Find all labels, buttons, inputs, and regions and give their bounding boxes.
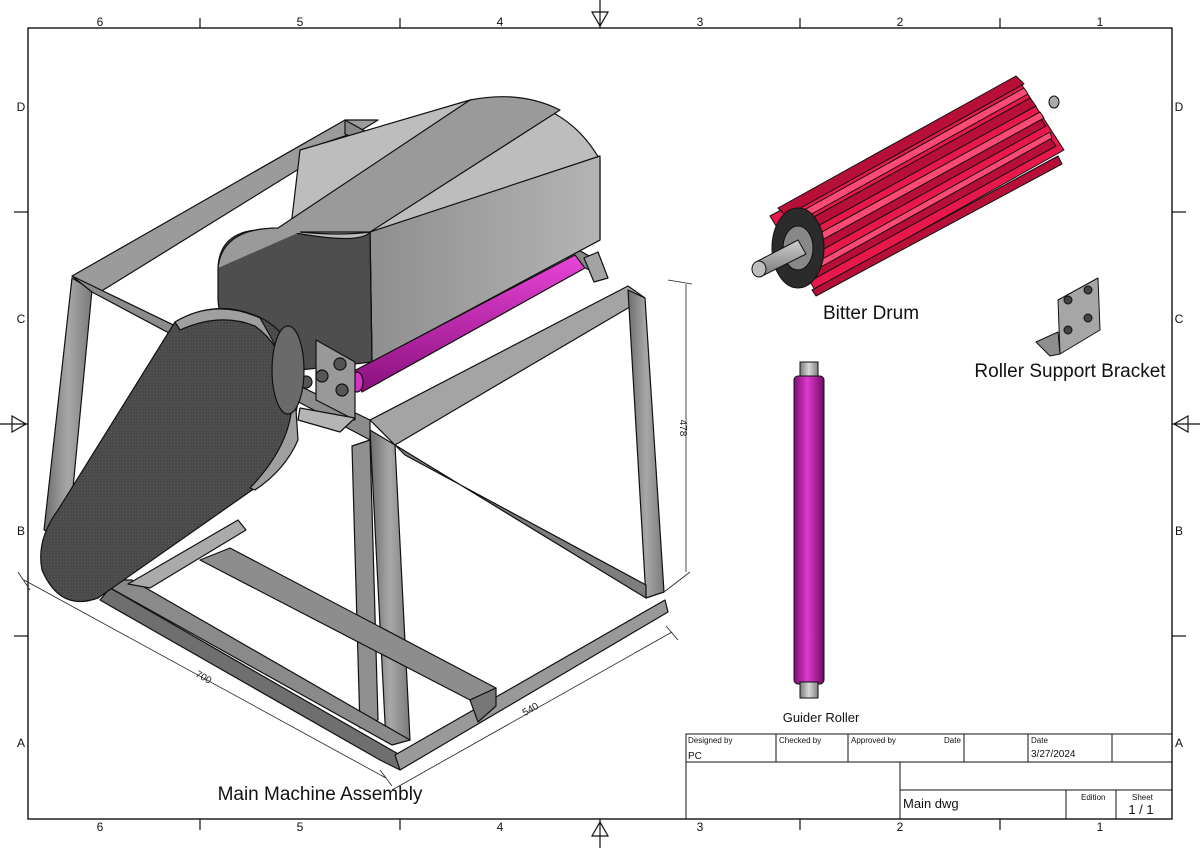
hole-icon [1063,325,1073,335]
drum-blade-highlights [785,87,1053,273]
main-assembly-view [40,96,669,771]
sheet-value: 1 / 1 [1128,802,1153,817]
column-label: 1 [1097,820,1104,834]
hole-icon [1083,313,1093,323]
belt-guard-rim [174,308,299,491]
row-label: C [1175,312,1184,326]
column-label: 3 [697,820,704,834]
row-label: A [1175,736,1183,750]
motor-mount-plate [127,519,247,589]
column-label: 5 [297,15,304,29]
frame-bottom-right-bar [394,599,669,771]
frame-inner-bar [394,444,647,599]
frame-right-back-leg [627,289,665,599]
bitter-drum-label: Bitter Drum [823,303,919,324]
sheet-label: Sheet [1132,793,1154,802]
bracket-label: Roller Support Bracket [974,361,1166,382]
dim-width: 540 [521,701,541,719]
main-assembly-label: Main Machine Assembly [218,784,423,805]
housing-curved-top [217,96,561,269]
bitter-drum-view [751,75,1065,297]
roller-body [793,375,825,685]
row-labels-right: D C B A [1175,100,1184,750]
column-labels-bottom: 6 5 4 3 2 1 [97,820,1104,834]
checked-by-label: Checked by [779,736,821,745]
drum-shaft-end [751,260,767,278]
bolt-icon [335,383,349,397]
row-labels-left: D C B A [17,100,26,750]
bracket-foot [1035,331,1061,357]
row-label: A [17,736,25,750]
column-label: 3 [697,15,704,29]
row-label: D [17,100,26,114]
guider-roller-label: Guider Roller [783,710,860,725]
approved-by-label: Approved by [851,736,896,745]
column-label: 2 [897,820,904,834]
edition-label: Edition [1081,793,1105,802]
date-label: Date [1031,736,1048,745]
hole-icon [1063,295,1073,305]
date-value: 3/27/2024 [1031,749,1076,760]
column-label: 4 [497,15,504,29]
dim-height: 478 [677,420,688,437]
designed-by-label: Designed by [688,736,732,745]
column-label: 1 [1097,15,1104,29]
row-label: B [17,524,25,538]
column-labels-top: 6 5 4 3 2 1 [97,15,1104,29]
row-label: D [1175,100,1184,114]
column-label: 6 [97,820,104,834]
side-bracket [315,339,356,421]
drum-blades [777,75,1063,297]
roller-bottom-shaft [799,681,819,699]
bracket-vertical-plate [1057,277,1101,355]
dim-length: 700 [193,669,213,687]
hole-icon [1083,285,1093,295]
column-label: 5 [297,820,304,834]
column-label: 4 [497,820,504,834]
dimension-lines [17,279,693,791]
row-label: C [17,312,26,326]
column-label: 6 [97,15,104,29]
pulley-hub [271,325,305,415]
date-label-approval: Date [944,736,961,745]
side-bracket-foot [297,407,356,433]
housing-edge [300,231,373,363]
bolt-icon [333,357,347,371]
drawing-title: Main dwg [903,796,959,811]
column-label: 2 [897,15,904,29]
designed-by-value: PC [688,751,702,762]
bolt-icon [315,369,329,383]
guider-roller-view [793,361,825,699]
drum-shaft-far-end [1048,95,1060,109]
bracket-view [1035,277,1101,357]
frame-bottom-joint [469,687,497,723]
right-bracket [583,251,609,283]
title-block [685,733,1173,820]
row-label: B [1175,524,1183,538]
